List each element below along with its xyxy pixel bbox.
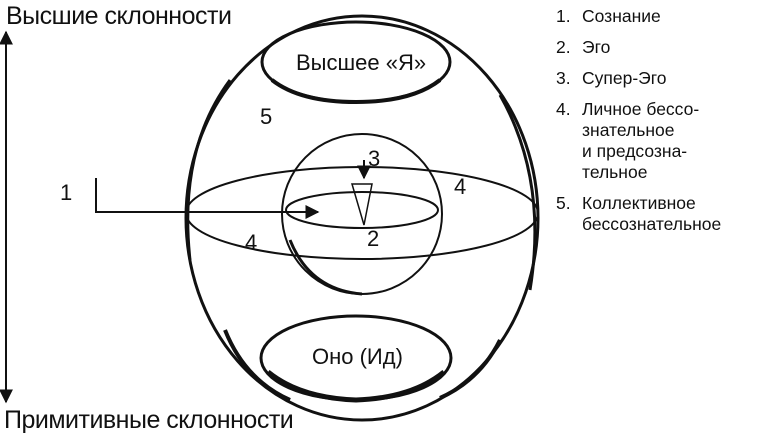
- legend-item-number: 3.: [556, 68, 571, 88]
- marker-collective-unconscious: 5: [260, 104, 273, 129]
- legend-item-text: Сознание: [582, 6, 661, 26]
- top-axis-label: Высшие склонности: [6, 2, 232, 30]
- legend-list: 1. Сознание 2. Эго 3. Супер-Эго 4. Лично…: [556, 6, 761, 245]
- legend-item: 5. Коллективное бессознательное: [556, 193, 761, 235]
- outer-ellipse-left-shade: [186, 79, 232, 261]
- legend-item: 3. Супер-Эго: [556, 68, 761, 89]
- outer-ellipse-bottom-left-shade: [223, 329, 291, 402]
- higher-self-label: Высшее «Я»: [296, 50, 427, 75]
- outer-ellipse-bottom-right-shade: [439, 339, 502, 400]
- legend-item-text: Личное бессо- знательное и предсозна- те…: [582, 99, 700, 182]
- marker-personal-unconscious-right: 4: [454, 174, 467, 199]
- consciousness-pointer-arrow: [95, 178, 320, 219]
- higher-self-shade: [270, 78, 442, 105]
- legend-item-text: Супер-Эго: [582, 68, 667, 88]
- marker-personal-unconscious-left: 4: [245, 230, 258, 255]
- legend-item: 1. Сознание: [556, 6, 761, 27]
- legend-item-text: Коллективное бессознательное: [582, 193, 722, 234]
- id-shade: [266, 370, 446, 403]
- marker-ego: 2: [367, 226, 380, 251]
- marker-super-ego: 3: [368, 146, 381, 171]
- consciousness-disc: [285, 191, 439, 229]
- bottom-axis-label: Примитивные склонности: [4, 406, 294, 434]
- marker-consciousness: 1: [60, 180, 73, 205]
- outer-ellipse-right-shade: [498, 94, 537, 291]
- central-sphere-shade: [288, 239, 363, 296]
- legend-item-number: 5.: [556, 193, 571, 213]
- legend-item-text: Эго: [582, 37, 611, 57]
- super-ego-cone: [350, 183, 373, 226]
- legend-item-number: 1.: [556, 6, 571, 26]
- legend-item: 2. Эго: [556, 37, 761, 58]
- central-sphere: [281, 133, 443, 295]
- legend-item-number: 4.: [556, 99, 571, 119]
- legend-item-number: 2.: [556, 37, 571, 57]
- id-label: Оно (Ид): [312, 344, 403, 369]
- legend-item: 4. Личное бессо- знательное и предсозна-…: [556, 99, 761, 183]
